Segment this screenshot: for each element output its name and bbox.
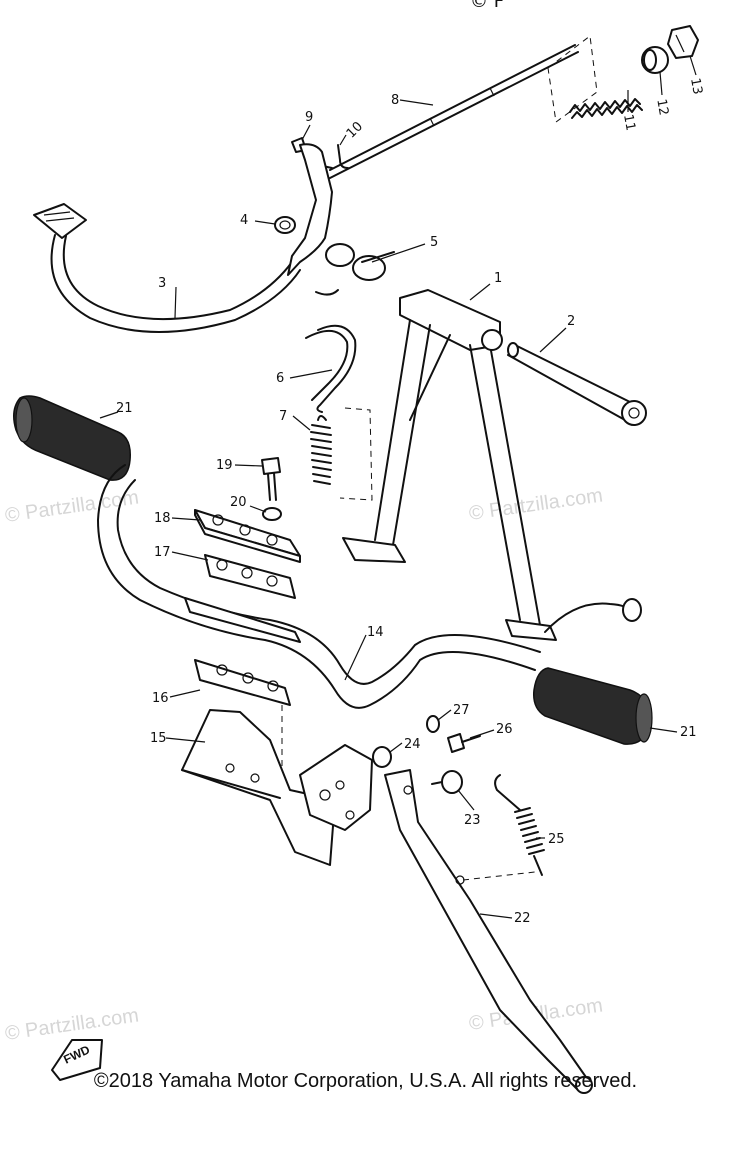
callout-21-left: 21 (116, 401, 133, 416)
part-21-footrest-rubber-left (13, 395, 131, 481)
assembly-guide-box (547, 35, 598, 123)
callout-1: 1 (494, 271, 502, 286)
callout-9: 9 (305, 110, 313, 125)
leader-lines (99, 55, 697, 919)
callout-24: 24 (404, 737, 421, 752)
callout-3: 3 (158, 276, 166, 291)
copyright-notice: ©2018 Yamaha Motor Corporation, U.S.A. A… (93, 1070, 638, 1092)
callout-labels: 1 2 3 4 5 6 7 8 9 10 11 12 13 14 15 16 1… (116, 77, 705, 926)
side-stand-bracket (299, 744, 373, 831)
part-13-nut (667, 25, 699, 59)
top-edge-text-fragment: © F (470, 0, 505, 12)
callout-6: 6 (276, 371, 284, 386)
part-23-bolt (431, 770, 463, 794)
callout-18: 18 (154, 511, 171, 526)
part-27-washer (426, 715, 440, 733)
part-17-plate (204, 554, 296, 599)
callout-13: 13 (687, 77, 705, 96)
part-18-plate (194, 509, 301, 563)
part-19-bolt (261, 457, 281, 501)
callout-8: 8 (391, 93, 399, 108)
part-26-bolt (447, 733, 481, 753)
part-20-washer (262, 507, 282, 521)
part-3-brake-pedal (33, 143, 355, 333)
callout-27: 27 (453, 703, 470, 718)
callout-14: 14 (367, 625, 384, 640)
spring-guide-line-2 (462, 871, 536, 881)
callout-7: 7 (279, 409, 287, 424)
callout-25: 25 (548, 832, 565, 847)
part-10-pin (337, 144, 349, 169)
part-16-plate (194, 659, 291, 706)
watermark-2: © Partzilla.com (468, 484, 605, 525)
watermark-3: © Partzilla.com (4, 1004, 141, 1045)
callout-10: 10 (344, 119, 366, 141)
part-21-footrest-rubber-right (532, 667, 653, 745)
part-22-side-stand (384, 769, 593, 1094)
callout-15: 15 (150, 731, 167, 746)
part-4-washer (274, 216, 296, 234)
callout-5: 5 (430, 235, 438, 250)
callout-12: 12 (653, 98, 671, 117)
watermarks: © Partzilla.com © Partzilla.com © Partzi… (4, 484, 605, 1045)
callout-21-right: 21 (680, 725, 697, 740)
callout-19: 19 (216, 458, 233, 473)
part-14-footrest-bar (97, 464, 541, 709)
part-5-spring-clip (352, 251, 395, 281)
callout-17: 17 (154, 545, 171, 560)
callout-23: 23 (464, 813, 481, 828)
callout-2: 2 (567, 314, 575, 329)
callout-26: 26 (496, 722, 513, 737)
callout-11: 11 (620, 113, 638, 132)
part-6-hook (316, 324, 357, 413)
callout-4: 4 (240, 213, 248, 228)
part-2-shaft (507, 342, 647, 426)
part-1-center-stand (342, 289, 642, 641)
part-25-spring (494, 774, 545, 876)
part-8-rod (314, 44, 579, 179)
part-7-spring (310, 415, 332, 485)
part-24-bushing (372, 746, 392, 768)
spring-guide-line (339, 407, 373, 501)
callout-16: 16 (152, 691, 169, 706)
callout-22: 22 (514, 911, 531, 926)
callout-20: 20 (230, 495, 247, 510)
part-12-collar (641, 46, 669, 74)
